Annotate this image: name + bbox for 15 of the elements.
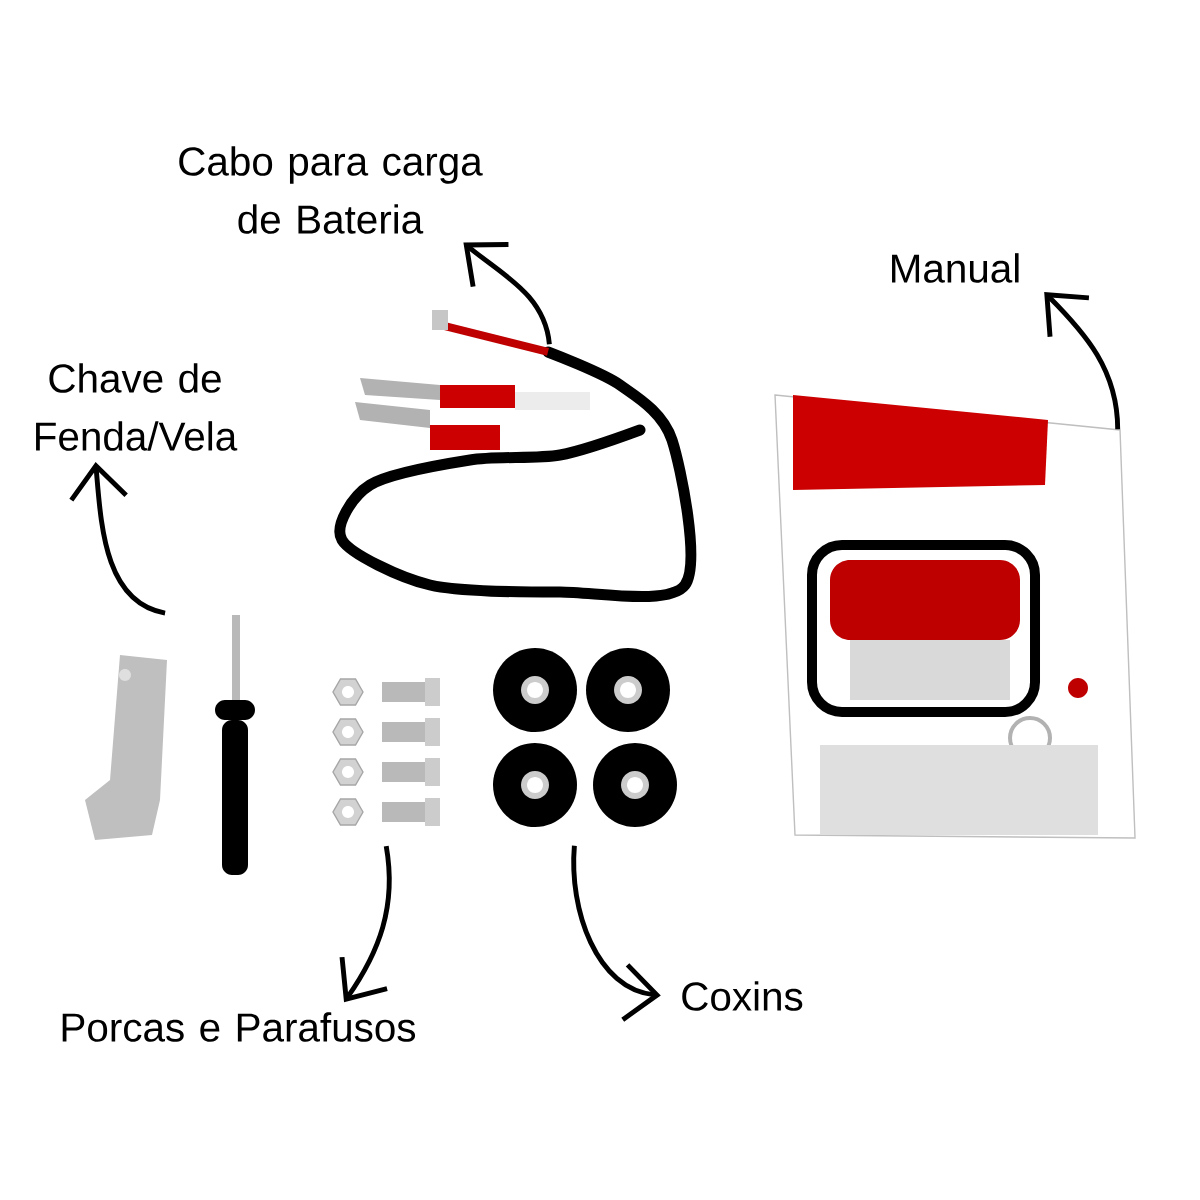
manual-booklet-drawing [774,394,1136,839]
label-text: Coxins [682,981,803,1011]
curved-arrow [1044,292,1121,430]
label-text: Chave de Fenda/Vela [36,363,238,451]
label-text: Manual [892,253,1019,283]
curved-arrow [69,462,166,616]
curved-arrow [571,845,661,1022]
battery-cable-drawing [334,310,697,603]
curved-arrow [339,845,392,1003]
wrench-screwdriver-drawing [85,615,255,875]
nuts-bolts-drawing [332,678,440,826]
label-text: Cabo para carga de Bateria [179,146,483,234]
rubber-mounts-drawing [493,648,677,827]
curved-arrow [463,242,552,345]
label-text: Porcas e Parafusos [62,1012,416,1042]
